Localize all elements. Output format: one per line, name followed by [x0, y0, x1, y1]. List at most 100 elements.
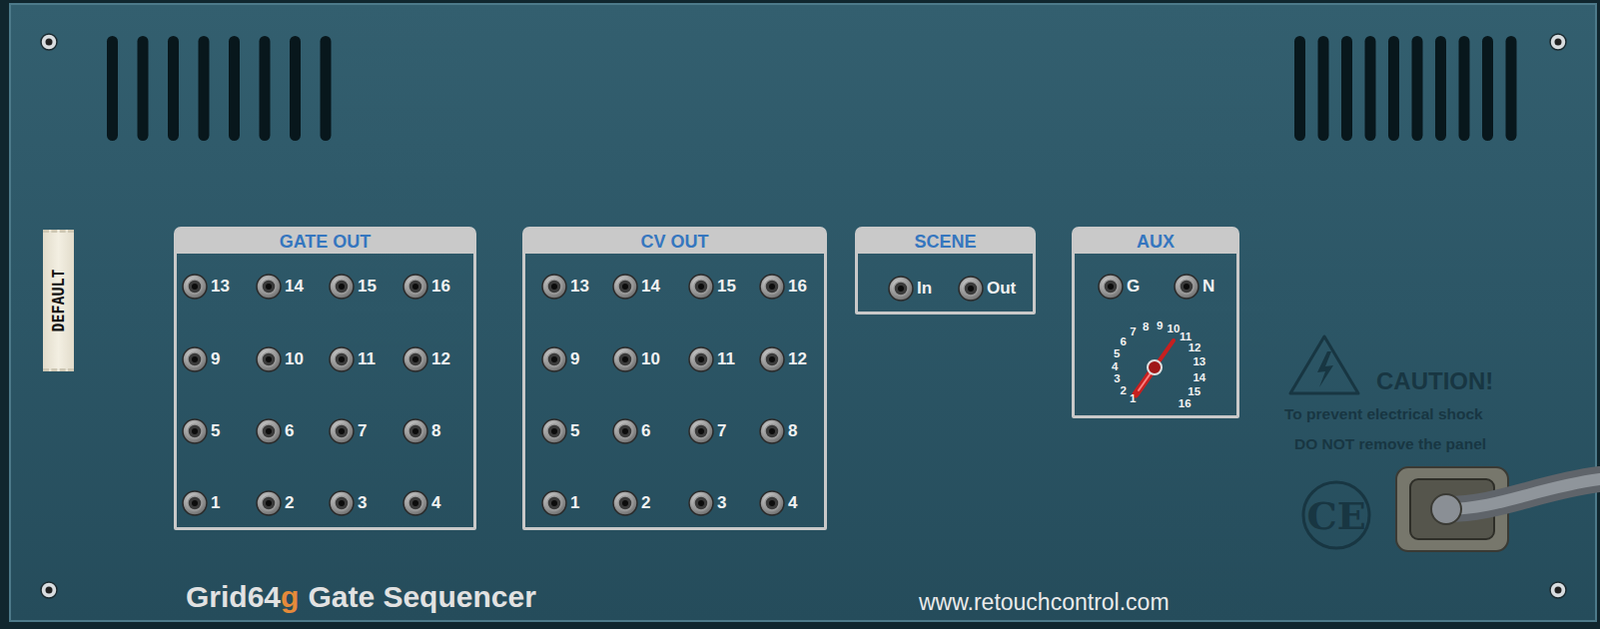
jack-number: 16 [788, 276, 807, 297]
jack-number: 16 [431, 276, 451, 297]
jack-socket [329, 491, 354, 516]
panel-heading: AUX [1074, 229, 1237, 254]
jack-socket [403, 491, 428, 516]
vent-slot [289, 35, 301, 141]
jack-number: Out [986, 278, 1016, 299]
jack-socket [1098, 274, 1123, 299]
jack-number: 1 [570, 493, 580, 514]
jack-socket [182, 419, 207, 444]
jack-socket [613, 491, 638, 516]
jack-number: 3 [717, 493, 727, 514]
screw-head [45, 587, 53, 595]
jack-socket [403, 274, 428, 299]
vent-slot [106, 35, 118, 141]
jack-panel: AUX G N [1071, 226, 1240, 419]
dial-number: 1 [1129, 392, 1136, 405]
vent-slot [1459, 35, 1471, 141]
jack-socket [542, 419, 567, 444]
jack-number: 14 [641, 276, 661, 297]
dial-number: 14 [1192, 371, 1206, 384]
vent-slot [167, 35, 179, 141]
vent-slot [1294, 35, 1306, 141]
jack-number: 11 [357, 349, 376, 370]
jack-socket [613, 347, 638, 372]
jack-socket [329, 274, 354, 299]
jack-number: 11 [717, 349, 736, 370]
dial-number: 13 [1192, 355, 1206, 368]
jack-socket [542, 491, 567, 516]
vent-slot [1412, 35, 1424, 141]
jack-socket [888, 276, 913, 301]
vent-slot [1506, 35, 1518, 141]
jack-number: 4 [788, 493, 798, 514]
jack-number: 6 [284, 421, 294, 442]
dial-number: 10 [1167, 322, 1181, 335]
jack-socket [256, 491, 281, 516]
jack-panel: CV OUT13141516910111256781234 [522, 226, 827, 531]
vent-slot [1482, 35, 1494, 141]
jack-panel: GATE OUT13141516910111256781234 [173, 226, 477, 531]
jack-socket [689, 491, 714, 516]
jack-number: 9 [570, 349, 580, 370]
screw-head [45, 38, 53, 46]
patch-tape-label: DEFAULT [42, 229, 74, 372]
jack-number: 1 [210, 493, 220, 514]
jack-socket [256, 347, 281, 372]
dial-number: 9 [1156, 319, 1163, 332]
product-name: Grid64gGate Sequencer [185, 580, 537, 615]
vent-slot [320, 35, 332, 141]
jack-number: 5 [210, 421, 220, 442]
jack-socket [613, 419, 638, 444]
jack-number: 15 [717, 276, 737, 297]
vent-slot [1365, 35, 1377, 141]
jack-number: 10 [641, 349, 661, 370]
jack-number: 8 [788, 421, 798, 442]
product-name-part: Grid64 [185, 580, 281, 614]
product-name-part: Gate Sequencer [307, 580, 536, 614]
dial-number: 5 [1113, 347, 1120, 360]
jack-number: N [1202, 276, 1215, 297]
jack-number: 9 [210, 349, 220, 370]
jack-socket [256, 274, 281, 299]
screw-head [1555, 587, 1563, 595]
vent-slot [198, 35, 210, 141]
jack-socket [760, 491, 785, 516]
jack-socket [1174, 274, 1199, 299]
dial-number: 4 [1111, 360, 1118, 373]
jack-number: 7 [357, 421, 367, 442]
jack-number: 2 [641, 493, 651, 514]
dial-number: 7 [1129, 325, 1136, 338]
jack-number: 15 [357, 276, 377, 297]
ce-mark: CE [1306, 493, 1366, 539]
jack-number: 12 [788, 349, 807, 370]
jack-number: 6 [641, 421, 651, 442]
jack-socket [182, 347, 207, 372]
dial-number: 16 [1178, 397, 1192, 410]
dial-number: 12 [1188, 341, 1202, 354]
jack-socket [689, 274, 714, 299]
jack-number: 10 [284, 349, 304, 370]
dial-number: 2 [1120, 384, 1127, 397]
jack-number: 14 [284, 276, 304, 297]
jack-socket [958, 276, 983, 301]
panel-heading: GATE OUT [176, 229, 474, 254]
product-name-accent: g [280, 580, 299, 614]
jack-panel: SCENEInOut [854, 226, 1036, 315]
jack-number: G [1126, 276, 1140, 297]
caution-note: DO NOT remove the panel [1294, 435, 1487, 454]
vent-slot [259, 35, 271, 141]
jack-socket [403, 419, 428, 444]
jack-socket [182, 491, 207, 516]
jack-socket [182, 274, 207, 299]
dial-number: 6 [1119, 335, 1126, 348]
screw [40, 582, 57, 599]
vent-slot [228, 35, 240, 141]
jack-socket [613, 274, 638, 299]
jack-number: 8 [431, 421, 441, 442]
jack-number: 13 [570, 276, 590, 297]
jack-number: 12 [431, 349, 451, 370]
vent-slot [1388, 35, 1400, 141]
jack-socket [689, 347, 714, 372]
jack-socket [542, 274, 567, 299]
